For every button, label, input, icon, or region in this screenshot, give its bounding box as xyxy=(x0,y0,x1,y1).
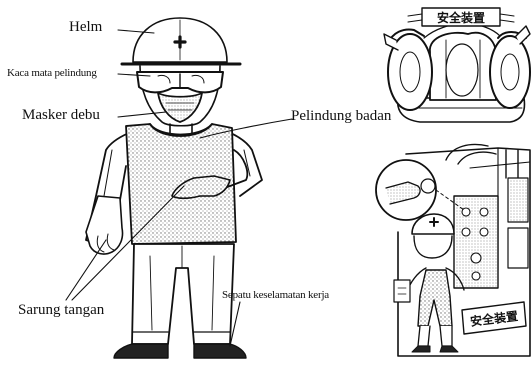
label-masker-debu: Masker debu xyxy=(22,108,100,123)
left-glove xyxy=(86,196,123,254)
label-pelindung-badan: Pelindung badan xyxy=(291,109,391,124)
label-sarung-tangan: Sarung tangan xyxy=(18,303,104,318)
label-kaca-mata-pelindung: Kaca mata pelindung xyxy=(7,68,97,79)
grinder-illustration xyxy=(384,8,530,122)
label-sepatu-keselamatan-kerja: Sepatu keselamatan kerja xyxy=(222,290,329,301)
left-shoe xyxy=(114,344,168,358)
right-shoe xyxy=(194,344,246,358)
worker-figure xyxy=(86,18,262,358)
pants xyxy=(132,244,234,344)
top-sign-text: 安全装置 xyxy=(437,10,485,25)
label-helm: Helm xyxy=(69,20,102,35)
